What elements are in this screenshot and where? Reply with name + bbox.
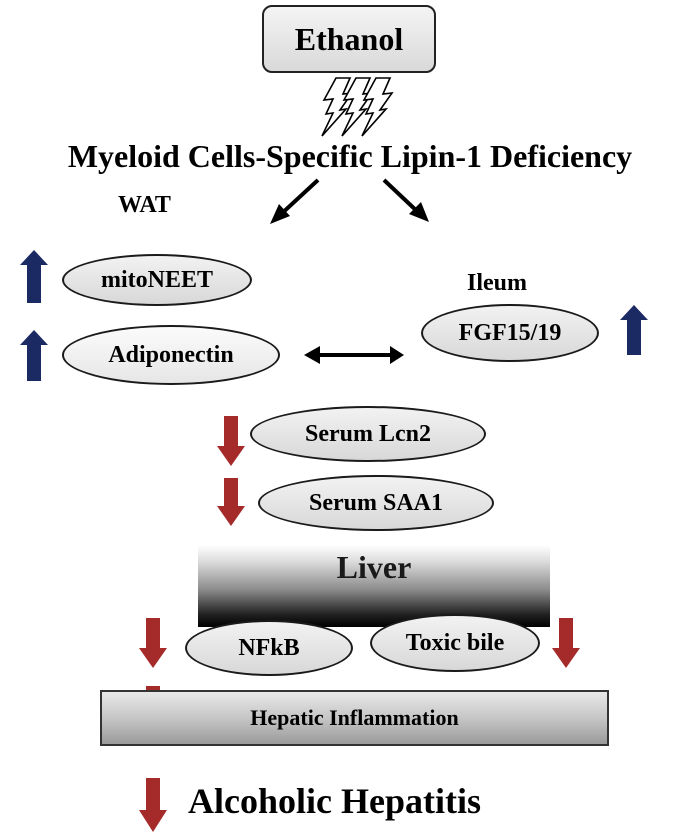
adiponectin-ellipse: Adiponectin [62, 325, 280, 385]
liver-box: Liver [198, 545, 550, 627]
mitoneet-ellipse: mitoNEET [62, 254, 252, 306]
mitoneet-label: mitoNEET [100, 266, 213, 293]
lightning-bolt-1-icon [321, 77, 354, 137]
ileum-label: Ileum [467, 270, 527, 296]
hepatic-inflammation-label: Hepatic Inflammation [250, 705, 459, 730]
fgf-label: FGF15/19 [458, 319, 562, 346]
lightning-bolt-3-icon [361, 77, 394, 137]
double-arrow-right-head [390, 346, 404, 364]
nfkb-ellipse: NFkB [185, 620, 353, 676]
fgf-ellipse: FGF15/19 [421, 304, 599, 362]
serum-saa1-label: Serum SAA1 [308, 489, 443, 516]
liver-label: Liver [336, 549, 412, 585]
serum-lcn2-label: Serum Lcn2 [305, 420, 431, 447]
up-arrow-fgf-icon [620, 305, 648, 355]
wat-label: WAT [118, 192, 171, 218]
down-arrow-hepatitis-icon [139, 778, 167, 832]
hepatic-inflammation-box: Hepatic Inflammation [100, 690, 609, 746]
arrow-to-ileum-head [409, 202, 429, 222]
down-arrow-toxic-bile-icon [552, 618, 580, 668]
ethanol-box: Ethanol [262, 5, 436, 73]
lightning-bolt-2-icon [341, 77, 374, 137]
up-arrow-mitoneet-icon [20, 250, 48, 303]
ethanol-label: Ethanol [294, 20, 404, 57]
toxic-bile-label: Toxic bile [405, 629, 505, 656]
serum-lcn2-ellipse: Serum Lcn2 [250, 406, 486, 462]
nfkb-label: NFkB [238, 634, 300, 661]
down-arrow-lcn2-icon [217, 416, 245, 466]
alcoholic-hepatitis-label: Alcoholic Hepatitis [188, 781, 481, 821]
arrow-to-wat [277, 178, 320, 218]
down-arrow-nfkb-icon [139, 618, 167, 668]
adiponectin-label: Adiponectin [108, 341, 234, 368]
arrow-to-ileum [382, 178, 422, 216]
double-arrow-left-head [304, 346, 320, 364]
arrow-to-wat-head [270, 204, 290, 224]
up-arrow-adiponectin-icon [20, 330, 48, 381]
down-arrow-saa1-icon [217, 478, 245, 526]
deficiency-title: Myeloid Cells-Specific Lipin-1 Deficienc… [67, 138, 633, 174]
serum-saa1-ellipse: Serum SAA1 [258, 475, 494, 531]
toxic-bile-ellipse: Toxic bile [370, 614, 540, 672]
